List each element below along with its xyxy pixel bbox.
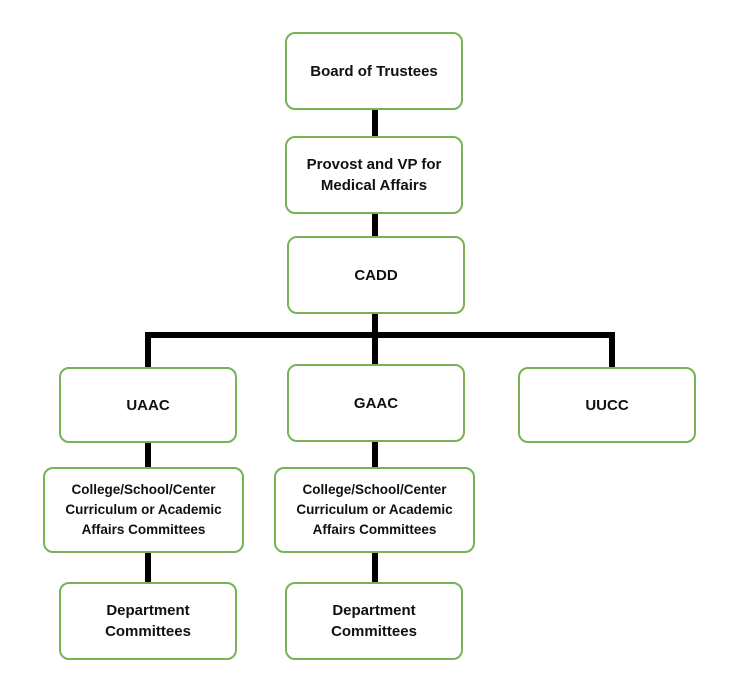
node-college-committees-right: College/School/Center Curriculum or Acad…	[274, 467, 475, 553]
node-board-label: Board of Trustees	[310, 62, 438, 80]
node-board-of-trustees: Board of Trustees	[285, 32, 463, 110]
node-provost-label: Provost and VP for Medical Affairs	[306, 156, 442, 194]
connector-provost-cadd	[372, 213, 378, 237]
connector-horizontal-bar	[145, 332, 615, 338]
node-cadd: CADD	[287, 236, 465, 314]
node-provost: Provost and VP for Medical Affairs	[285, 136, 463, 214]
node-cadd-label: CADD	[354, 266, 398, 284]
connector-to-uucc	[609, 332, 615, 368]
connector-gaac-college	[372, 440, 378, 469]
node-dept-left-label: Department Committees	[105, 602, 191, 640]
node-uucc-label: UUCC	[585, 396, 629, 414]
node-college-committees-left: College/School/Center Curriculum or Acad…	[43, 467, 244, 553]
node-college-right-label: College/School/Center Curriculum or Acad…	[296, 482, 453, 537]
connector-board-provost	[372, 109, 378, 137]
connector-to-gaac	[372, 332, 378, 368]
connector-college-dept-left	[145, 552, 151, 583]
connector-uaac-college	[145, 442, 151, 469]
connector-cadd-trunk	[372, 313, 378, 336]
node-uaac-label: UAAC	[126, 396, 170, 414]
node-uucc: UUCC	[518, 367, 696, 443]
node-gaac-label: GAAC	[353, 394, 399, 412]
connector-college-dept-right	[372, 552, 378, 583]
node-uaac: UAAC	[59, 367, 237, 443]
node-department-committees-right: Department Committees	[285, 582, 463, 660]
node-department-committees-left: Department Committees	[59, 582, 237, 660]
node-dept-right-label: Department Committees	[331, 602, 417, 640]
connector-to-uaac	[145, 332, 151, 368]
node-college-left-label: College/School/Center Curriculum or Acad…	[65, 482, 222, 537]
node-gaac: GAAC	[287, 364, 465, 442]
